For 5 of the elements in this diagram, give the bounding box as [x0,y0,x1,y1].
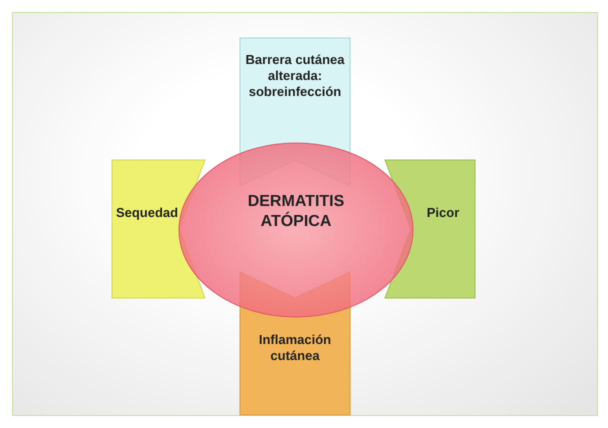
node-label: Inflamación cutánea [258,332,332,364]
node-label: Picor [426,205,460,221]
node-label: DERMATITIS ATÓPICA [246,192,346,232]
node-label: Sequedad [114,205,180,221]
node-label: Barrera cutánea alterada: sobreinfección [244,52,346,100]
